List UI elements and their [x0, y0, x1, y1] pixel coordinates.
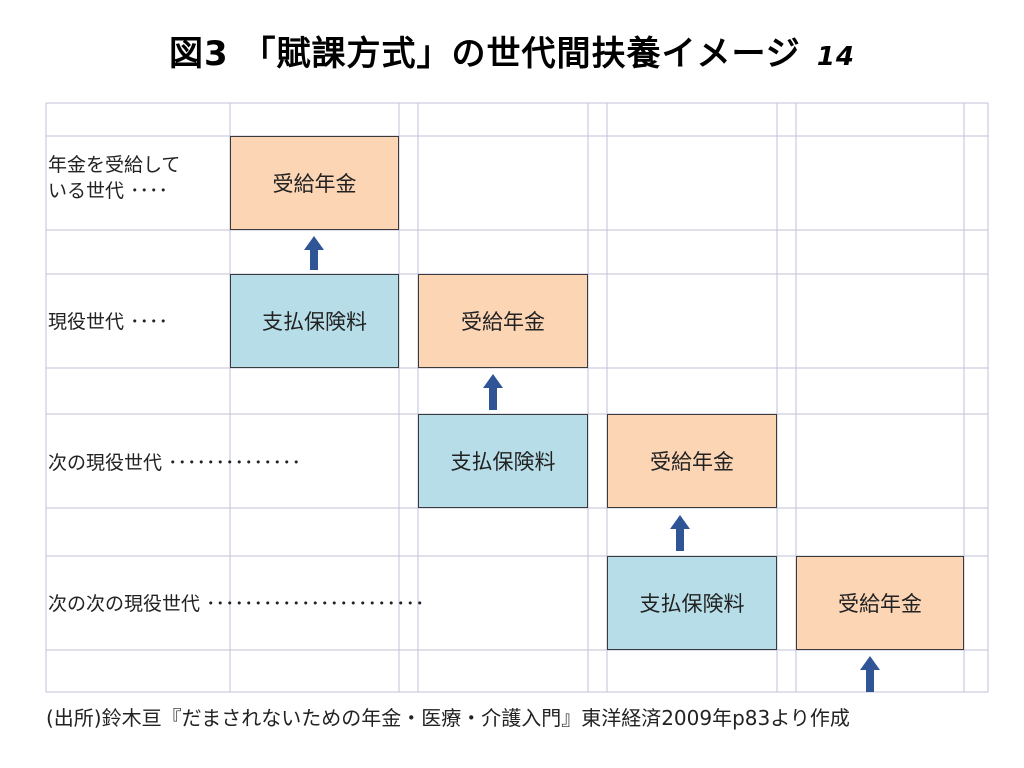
page-number: 14	[816, 42, 855, 72]
pay-premium-box-2: 支払保険料	[418, 414, 588, 508]
receive-pension-box-1: 受給年金	[230, 136, 399, 230]
up-arrow-icon	[483, 374, 503, 410]
receive-pension-box-3: 受給年金	[607, 414, 777, 508]
up-arrow-icon	[304, 236, 324, 270]
source-note: (出所)鈴木亘『だまされないための年金・医療・介護入門』東洋経済2009年p83…	[46, 706, 850, 730]
title-text: 図3 「賦課方式」の世代間扶養イメージ	[168, 34, 801, 74]
row-label-next-working: 次の現役世代 ･･････････････	[48, 452, 302, 474]
receive-pension-box-4: 受給年金	[796, 556, 964, 650]
pay-premium-box-1: 支払保険料	[230, 274, 399, 368]
row-label-next-next-working: 次の次の現役世代 ･･･････････････････････	[48, 593, 425, 615]
up-arrow-icon	[860, 656, 880, 692]
row-label-working: 現役世代 ････	[48, 311, 169, 333]
up-arrow-icon	[670, 515, 690, 551]
pay-premium-box-3: 支払保険料	[607, 556, 777, 650]
page-title: 図3 「賦課方式」の世代間扶養イメージ 14	[0, 26, 1024, 75]
receive-pension-box-2: 受給年金	[418, 274, 588, 368]
row-label-retired: 年金を受給して いる世代 ････	[48, 154, 181, 202]
